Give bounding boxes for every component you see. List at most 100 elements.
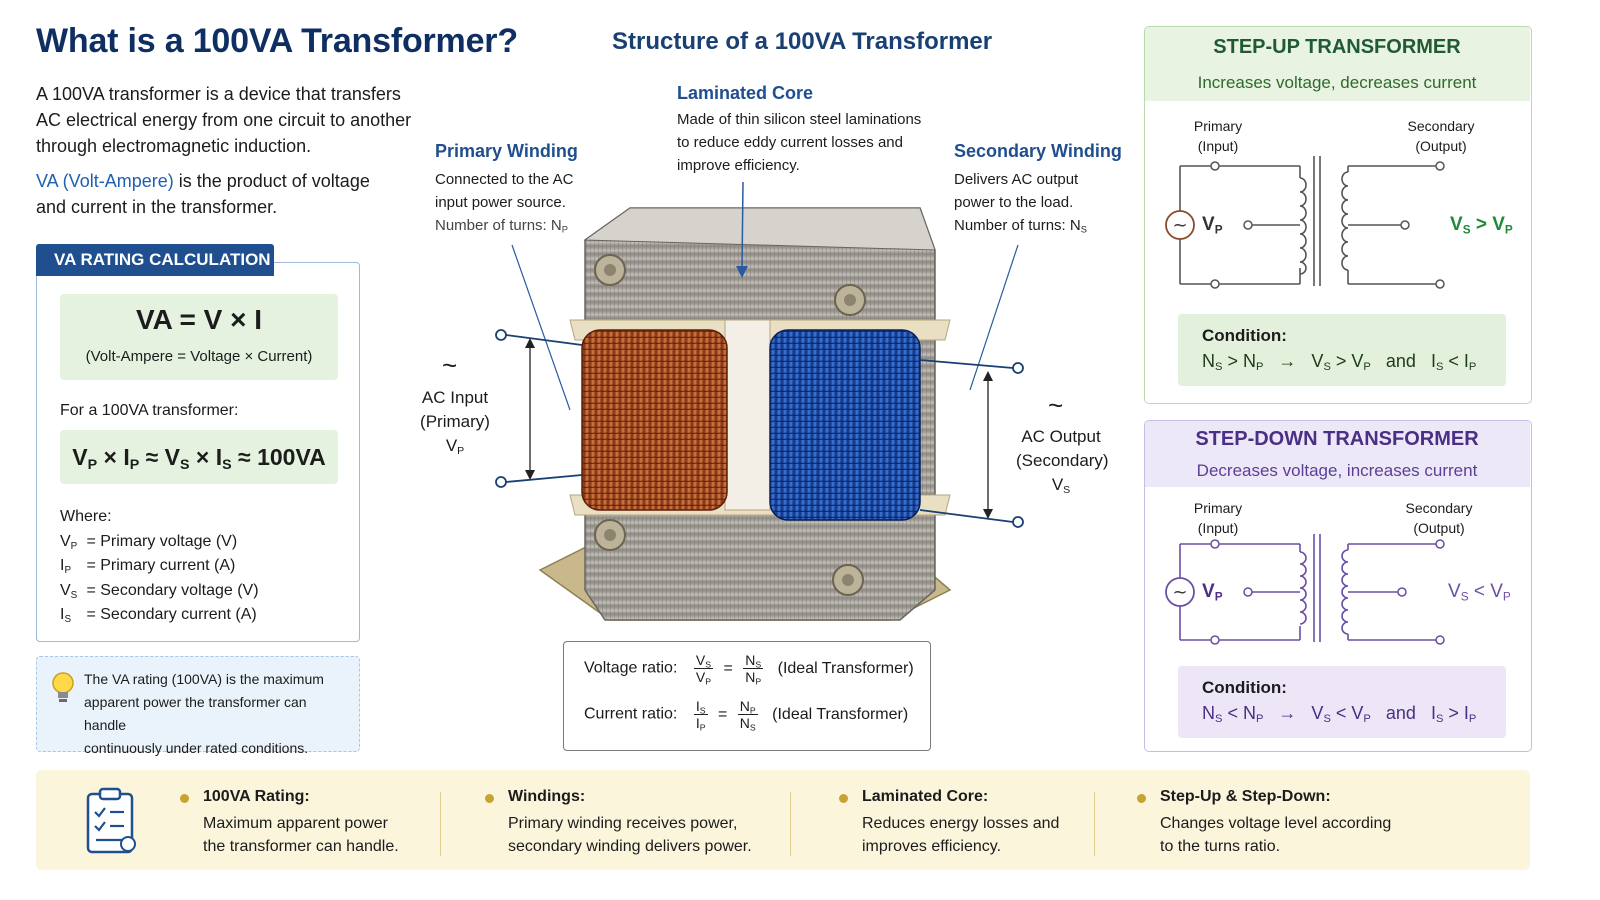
definition-ip: IP = Primary current (A) <box>60 557 236 576</box>
and-text: and <box>1385 351 1416 371</box>
step-up-secondary-label: Secondary(Output) <box>1396 116 1486 156</box>
definition-text: = Primary voltage (V) <box>86 533 238 550</box>
lightbulb-icon <box>52 672 74 702</box>
step-down-condition-heading: Condition: <box>1202 678 1287 697</box>
io-line: (Input) <box>1197 138 1239 154</box>
summary-line: Primary winding receives power, <box>508 815 738 832</box>
tip-line: The VA rating (100VA) is the maximum <box>84 671 324 687</box>
io-line: (Output) <box>1413 520 1465 536</box>
ac-input-line: (Primary) <box>420 412 490 431</box>
step-up-primary-label: Primary (Input) <box>1180 116 1256 156</box>
secondary-line: power to the load. <box>954 194 1074 211</box>
ac-output-label: AC Output (Secondary) VS <box>1016 427 1109 496</box>
where-label: Where: <box>60 508 112 525</box>
divider <box>1094 792 1095 856</box>
page-title: What is a 100VA Transformer? <box>36 22 518 60</box>
primary-line: Connected to the AC <box>435 171 574 188</box>
va-definition-line-1: VA (Volt-Ampere) is the product of volta… <box>36 168 416 194</box>
step-up-condition-heading: Condition: <box>1202 326 1287 345</box>
va-definition-line-2: and current in the transformer. <box>36 197 278 217</box>
step-up-subtitle: Increases voltage, decreases current <box>1197 73 1477 92</box>
tip-panel <box>36 656 360 752</box>
bullet-icon <box>1137 794 1146 803</box>
io-line: (Input) <box>1197 520 1239 536</box>
va-formula-box: VA = V × I (Volt-Ampere = Voltage × Curr… <box>60 294 338 380</box>
summary-core-heading: Laminated Core: <box>862 788 989 805</box>
summary-line: secondary winding delivers power. <box>508 838 752 855</box>
tip-text: The VA rating (100VA) is the maximum app… <box>84 668 352 760</box>
definition-text: = Primary current (A) <box>86 557 236 574</box>
summary-line: the transformer can handle. <box>203 838 399 855</box>
secondary-winding-heading: Secondary Winding <box>954 141 1122 161</box>
ac-input-label: AC Input (Primary) VP <box>420 388 490 457</box>
summary-rating-text: Maximum apparent power the transformer ca… <box>203 812 399 858</box>
step-up-condition: NS > NP → VS > VP and IS < IP <box>1202 351 1477 374</box>
summary-bar <box>36 770 1530 870</box>
step-down-header <box>1145 421 1530 487</box>
clipboard-checklist-icon <box>86 787 136 854</box>
definition-is: IS = Secondary current (A) <box>60 606 257 625</box>
ac-output-line: AC Output <box>1021 427 1101 446</box>
step-up-vp-label: VP <box>1202 214 1223 237</box>
core-heading: Laminated Core <box>677 83 814 103</box>
bullet-icon <box>180 794 189 803</box>
bullet-icon <box>485 794 494 803</box>
step-up-schematic: ~ <box>1165 156 1445 289</box>
definition-text: = Secondary current (A) <box>86 606 257 623</box>
summary-line: Changes voltage level according <box>1160 815 1392 832</box>
primary-line: input power source. <box>435 194 566 211</box>
core-line: Made of thin silicon steel laminations <box>677 111 922 128</box>
intro-line-2: AC electrical energy from one circuit to… <box>36 110 412 130</box>
definition-text: = Secondary voltage (V) <box>86 582 259 599</box>
core-line: improve efficiency. <box>677 157 800 174</box>
turns-label: Number of turns: <box>435 217 551 234</box>
definition-vs: VS = Secondary voltage (V) <box>60 582 259 601</box>
step-down-subtitle: Decreases voltage, increases current <box>1196 461 1478 480</box>
va-definition-text: is the product of voltage <box>173 171 370 191</box>
step-up-result: VS > VP <box>1450 214 1513 237</box>
summary-line: Maximum apparent power <box>203 815 388 832</box>
summary-windings-text: Primary winding receives power, secondary… <box>508 812 752 858</box>
secondary-line: Delivers AC output <box>954 171 1079 188</box>
summary-line: Reduces energy losses and <box>862 815 1060 832</box>
intro-line-1: A 100VA transformer is a device that tra… <box>36 84 401 104</box>
step-down-schematic: ~ <box>1165 534 1445 645</box>
summary-line: improves efficiency. <box>862 838 1002 855</box>
summary-stepupdown-heading: Step-Up & Step-Down: <box>1160 788 1331 805</box>
va-formula: VA = V × I <box>135 304 263 335</box>
divider <box>440 792 441 856</box>
summary-line: to the turns ratio. <box>1160 838 1281 855</box>
step-up-title: STEP-UP TRANSFORMER <box>1213 36 1461 58</box>
ratio-panel <box>563 641 931 751</box>
current-ratio-label: Current ratio: <box>584 705 678 723</box>
primary-winding-heading: Primary Winding <box>435 141 578 161</box>
bullet-icon <box>839 794 848 803</box>
va-formula-note: (Volt-Ampere = Voltage × Current) <box>85 348 313 365</box>
svg-text:~: ~ <box>1172 215 1187 236</box>
step-down-vp-label: VP <box>1202 581 1223 604</box>
ac-input-line: AC Input <box>421 388 489 407</box>
svg-text:~: ~ <box>1172 582 1187 603</box>
core-description: Made of thin silicon steel laminations t… <box>677 108 921 177</box>
io-line: Secondary <box>1405 500 1473 516</box>
summary-rating-heading: 100VA Rating: <box>203 788 310 805</box>
turns-label: Number of turns: <box>954 217 1070 234</box>
tip-line: apparent power the transformer can handl… <box>84 694 307 733</box>
power-balance-formula: VP × IP ≈ VS × IS ≈ 100VA <box>60 430 338 484</box>
step-up-condition-box <box>1178 314 1506 386</box>
io-line: Primary <box>1193 118 1243 134</box>
ac-input-tilde: ~ <box>442 350 458 380</box>
and-text: and <box>1385 703 1416 723</box>
secondary-winding-description: Delivers AC output power to the load. Nu… <box>954 168 1087 237</box>
io-line: Secondary <box>1407 118 1475 134</box>
voltage-ratio-label: Voltage ratio: <box>584 659 678 677</box>
divider <box>790 792 791 856</box>
step-down-title: STEP-DOWN TRANSFORMER <box>1195 428 1479 450</box>
step-down-condition: NS < NP → VS < VP and IS > IP <box>1202 703 1477 726</box>
step-down-secondary-label: Secondary (Output) <box>1394 498 1484 538</box>
va-term: VA (Volt-Ampere) <box>36 171 174 191</box>
step-down-primary-label: Primary(Input) <box>1180 498 1256 538</box>
ac-source-icon <box>1165 210 1195 240</box>
step-down-condition-box <box>1178 666 1506 738</box>
